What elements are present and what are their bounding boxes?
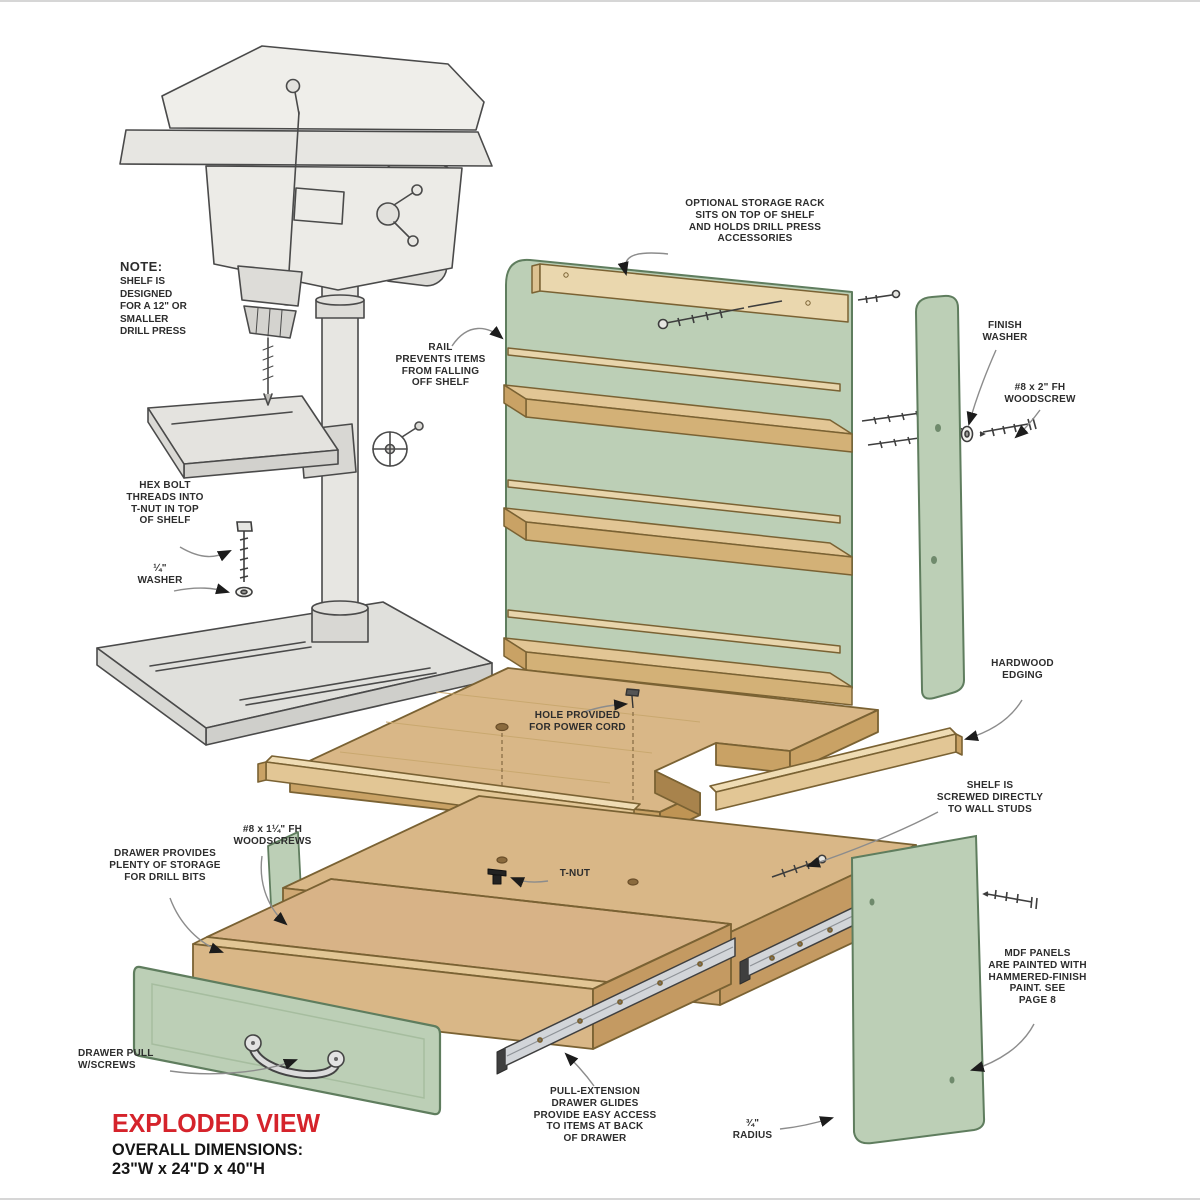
callout-radius: ¾" RADIUS xyxy=(732,1118,773,1141)
overall-dimensions-heading: OVERALL DIMENSIONS: xyxy=(112,1140,304,1159)
rack-side-panel xyxy=(914,294,966,700)
leader-lines xyxy=(169,252,1041,1130)
callout-optional-storage-rack: OPTIONAL STORAGE RACK SITS ON TOP OF SHE… xyxy=(685,198,825,245)
drawer-glide-drawer xyxy=(496,937,736,1075)
top-border-line xyxy=(0,0,1200,2)
drill-press-illustration xyxy=(96,45,493,746)
drawer-pull-handle xyxy=(244,1034,345,1080)
shelf-top-bolt xyxy=(625,688,640,709)
title-block: EXPLODED VIEW OVERALL DIMENSIONS: 23"W x… xyxy=(112,1110,329,1178)
bottom-border-line xyxy=(0,1198,1200,1200)
note-block: NOTE: SHELF IS DESIGNED FOR A 12" OR SMA… xyxy=(120,259,235,339)
callout-hardwood-edging: HARDWOOD EDGING xyxy=(991,658,1054,681)
note-heading: NOTE: xyxy=(120,259,163,274)
drill-press-table xyxy=(147,395,424,479)
callout-woodscrews-125: #8 x 1¼" FH WOODSCREWS xyxy=(233,824,312,847)
exploded-view-title: EXPLODED VIEW xyxy=(112,1108,321,1138)
note-body: SHELF IS DESIGNED FOR A 12" OR SMALLER D… xyxy=(120,276,187,338)
callout-woodscrew-2in: #8 x 2" FH WOODSCREW xyxy=(1004,382,1076,405)
mdf-side-panel xyxy=(850,834,986,1145)
storage-rack xyxy=(503,258,965,706)
rack-top-rail xyxy=(531,263,849,323)
drill-press-base xyxy=(96,601,493,746)
rack-shelves xyxy=(503,347,853,706)
drawer-front-panel xyxy=(132,965,442,1116)
callout-finish-washer: FINISH WASHER xyxy=(982,320,1028,343)
callout-drawer-glides: PULL-EXTENSION DRAWER GLIDES PROVIDE EAS… xyxy=(533,1086,657,1145)
callout-rail: RAIL PREVENTS ITEMS FROM FALLING OFF SHE… xyxy=(395,342,486,389)
callout-drawer-storage: DRAWER PROVIDES PLENTY OF STORAGE FOR DR… xyxy=(109,848,221,883)
finish-washer-and-screw xyxy=(960,417,1037,443)
drill-press-head xyxy=(119,45,493,306)
drawer xyxy=(192,878,736,1075)
hardwood-edging-right xyxy=(709,727,963,811)
rack-back-panel xyxy=(505,258,853,689)
callout-wall-studs: SHELF IS SCREWED DIRECTLY TO WALL STUDS xyxy=(936,780,1044,815)
drill-press-chuck xyxy=(237,265,303,406)
callout-mdf-panels: MDF PANELS ARE PAINTED WITH HAMMERED-FIN… xyxy=(988,948,1087,1007)
callout-t-nut: T-NUT xyxy=(559,868,591,879)
callout-drawer-pull: DRAWER PULL W/SCREWS xyxy=(78,1048,154,1071)
callout-power-cord-hole: HOLE PROVIDED FOR POWER CORD xyxy=(529,710,626,733)
callout-washer: ¼" WASHER xyxy=(137,563,183,586)
callout-hex-bolt: HEX BOLT THREADS INTO T-NUT IN TOP OF SH… xyxy=(126,480,204,527)
rack-rail-screws xyxy=(657,289,901,330)
t-nut-part xyxy=(487,868,507,885)
overall-dimensions-value: 23"W x 24"D x 40"H xyxy=(112,1159,265,1179)
wall-stud-screw xyxy=(982,889,1038,910)
hex-bolt-and-washer xyxy=(235,521,253,598)
